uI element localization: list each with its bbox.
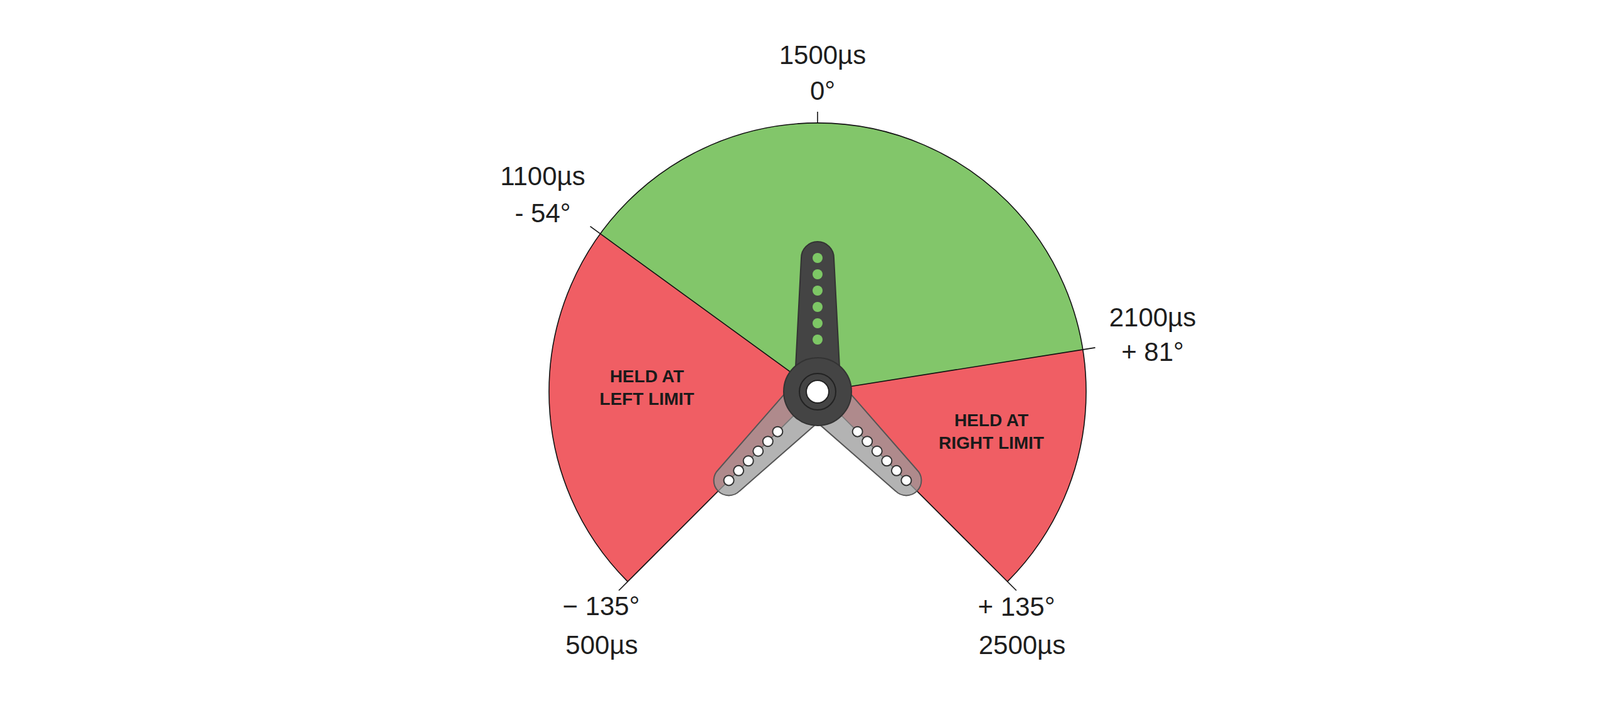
horn-hole: [812, 318, 823, 329]
horn-hole: [812, 269, 823, 280]
horn-hole: [889, 463, 905, 479]
horn-hole: [812, 252, 823, 263]
horn-hole: [812, 285, 823, 296]
horn-hole: [879, 453, 895, 469]
horn-hole: [721, 473, 736, 488]
horn-hole: [860, 434, 875, 449]
limit-zone: HELD AT RIGHT LIMIT: [929, 406, 1054, 458]
horn-hole: [850, 424, 865, 439]
limit-zone: HELD AT LEFT LIMIT: [584, 362, 710, 414]
horn-hole: [899, 473, 914, 488]
servo-horn: [702, 241, 934, 507]
pulse-width: 1500µs: [779, 42, 867, 69]
zone-label: HELD AT LEFT LIMIT: [587, 365, 707, 411]
angle-label: 0°: [810, 77, 836, 105]
horn-hole: [760, 434, 775, 449]
horn-hub: [783, 357, 852, 426]
horn-hole: [869, 443, 885, 459]
angle-label: + 81°: [1121, 338, 1184, 366]
horn-hole: [770, 424, 785, 439]
angle-label: + 135°: [977, 593, 1055, 620]
hub-ring: [799, 373, 836, 410]
angle-label: - 54°: [514, 200, 571, 227]
tick-line: [816, 111, 819, 123]
range-outline: [549, 122, 1087, 582]
horn-hole: [812, 301, 823, 312]
pulse-width: 2100µs: [1109, 304, 1197, 331]
horn-hole: [751, 443, 766, 459]
pulse-width: 500µs: [565, 631, 638, 659]
zone-label: HELD AT RIGHT LIMIT: [931, 409, 1051, 455]
horn-hole: [731, 463, 747, 479]
hub-hole: [806, 380, 829, 403]
usable-range-sector: [600, 122, 1083, 392]
pulse-width: 1100µs: [500, 163, 586, 190]
pulse-width: 2500µs: [978, 631, 1067, 659]
horn-hole: [741, 453, 756, 469]
horn-hole: [812, 334, 823, 345]
tick-line: [817, 347, 1096, 392]
right-limit-sector: [817, 349, 1087, 582]
angle-label: − 135°: [562, 592, 640, 620]
